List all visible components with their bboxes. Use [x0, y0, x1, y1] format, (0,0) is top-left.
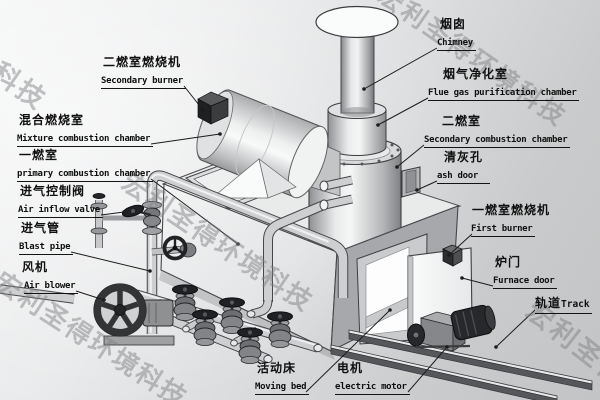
label-zh: 进气控制阀: [20, 184, 86, 198]
label-mixture-combustion-chamber: 混合燃烧室 Mixture combustion chamber: [17, 113, 154, 147]
label-track: 轨道Track: [535, 295, 592, 314]
label-en: Secondary burner: [101, 77, 186, 89]
label-furnace-door: 炉门 Furnace door: [493, 255, 558, 289]
label-en: ash door: [437, 172, 490, 184]
label-zh: 电机: [337, 361, 364, 375]
label-en: First burner: [471, 225, 536, 237]
label-en: Blast pipe: [19, 243, 74, 255]
label-zh: 一燃室燃烧机: [472, 203, 551, 217]
label-zh: 进气管: [21, 221, 61, 235]
label-en: electric motor: [335, 383, 410, 395]
label-en: Flue gas purification chamber: [428, 89, 580, 101]
label-ash-door: 清灰孔 ash door: [437, 151, 490, 184]
label-air-blower: 风机 Air blower: [20, 260, 79, 294]
label-en: Mixture combustion chamber: [17, 135, 154, 147]
tower-feed-pipe: [246, 175, 353, 319]
label-en: Track: [561, 299, 590, 310]
mixture-combustion-chamber-graphic: [196, 89, 329, 199]
label-air-inflow-valve: 进气控制阀 Air inflow valve: [18, 185, 103, 218]
label-zh: 风机: [22, 260, 49, 274]
label-en: Secondary combustion chamber: [424, 136, 571, 148]
label-chimney: 烟囱 Chimney: [437, 18, 476, 51]
feed-chute: [211, 158, 297, 199]
branch-valve-wheel: [151, 235, 197, 261]
label-zh: 烟气净化室: [443, 67, 509, 81]
label-secondary-burner: 二燃室燃烧机 Secondary burner: [101, 56, 186, 89]
label-primary-combustion-chamber: 一燃室 primary combustion chamber: [17, 148, 154, 182]
secondary-burner-graphic: [197, 91, 229, 125]
label-en: Air blower: [24, 282, 79, 294]
label-zh: 一燃室: [19, 148, 59, 162]
left-valve-stack: [90, 193, 148, 248]
label-zh: 清灰孔: [444, 150, 484, 164]
label-secondary-combustion-chamber: 二燃室 Secondary combustion chamber: [424, 114, 571, 148]
label-electric-motor: 电机 electric motor: [335, 362, 410, 395]
label-zh: 轨道: [535, 296, 562, 310]
label-zh: 二燃室: [442, 114, 482, 128]
label-en: Furnace door: [493, 277, 558, 289]
label-first-burner: 一燃室燃烧机 First burner: [471, 204, 550, 237]
chimney-graphic: [315, 5, 399, 117]
label-zh: 混合燃烧室: [19, 113, 85, 127]
blower-inlet-pipe: [0, 284, 75, 304]
ash-door-graphic: [401, 166, 421, 198]
label-en: primary combustion chamber: [17, 170, 154, 182]
label-zh: 活动床: [257, 361, 297, 375]
label-blast-pipe: 进气管 Blast pipe: [19, 221, 74, 255]
electric-motor-graphic: [407, 304, 496, 352]
label-zh: 炉门: [495, 255, 522, 269]
label-en: Moving bed: [255, 383, 310, 395]
air-blower-graphic: [93, 283, 175, 346]
leader-lines: [70, 47, 536, 393]
label-zh: 烟囱: [440, 17, 467, 31]
label-moving-bed: 活动床 Moving bed: [255, 361, 310, 395]
rain-cap: [315, 5, 399, 39]
label-en: Chimney: [437, 39, 476, 51]
label-zh: 二燃室燃烧机: [103, 55, 182, 69]
air-inflow-valve-graphic: [121, 201, 162, 235]
rail-track-graphic: [330, 329, 593, 400]
label-en: Air inflow valve: [18, 206, 103, 218]
label-flue-gas-purification-chamber: 烟气净化室 Flue gas purification chamber: [428, 67, 580, 101]
